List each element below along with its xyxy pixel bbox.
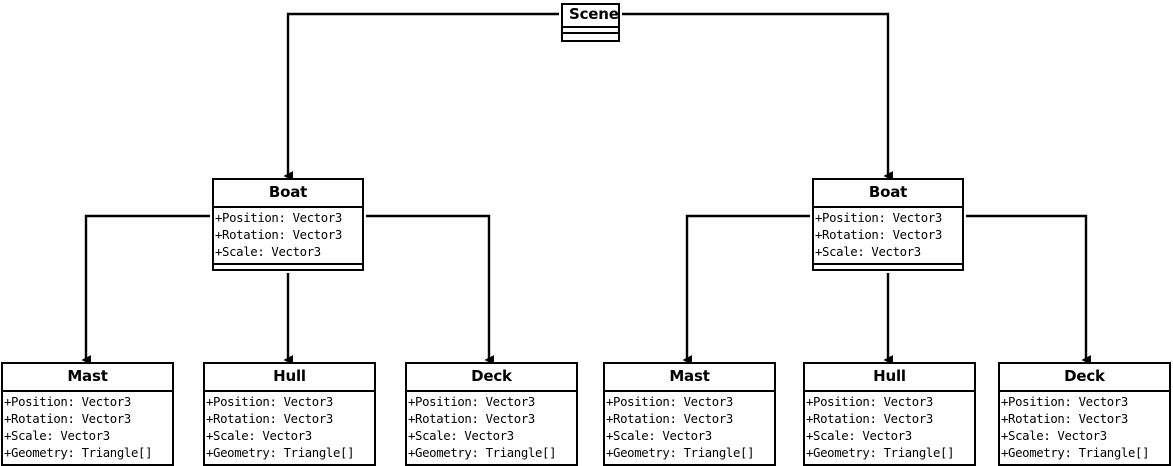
uml-operations-boat-left <box>214 265 362 273</box>
uml-attribute-row: +Scale: Vector3 <box>215 245 321 259</box>
uml-attribute-row: +Rotation: Vector3 <box>215 228 342 242</box>
edge-scene-to-boat-right <box>622 12 893 181</box>
uml-attribute-row: +Rotation: Vector3 <box>1001 412 1128 426</box>
uml-operations-boat-right <box>814 265 962 273</box>
uml-attribute-row: +Rotation: Vector3 <box>815 228 942 242</box>
uml-attribute-row: +Geometry: Triangle[] <box>1001 446 1150 460</box>
uml-class-boat-left[interactable]: Boat +Position: Vector3 +Rotation: Vector3… <box>212 178 364 271</box>
uml-attribute-row: +Scale: Vector3 <box>1001 429 1107 443</box>
uml-attribute-row: +Position: Vector3 <box>215 211 342 225</box>
uml-attribute-row: +Scale: Vector3 <box>206 429 312 443</box>
uml-attribute-row: +Geometry: Triangle[] <box>606 446 755 460</box>
uml-attribute-row: +Rotation: Vector3 <box>4 412 131 426</box>
uml-attributes-boat-right: +Position: Vector3 +Rotation: Vector3 +Sca… <box>814 208 962 265</box>
uml-attribute-row: +Scale: Vector3 <box>408 429 514 443</box>
uml-operations-scene <box>563 34 618 40</box>
uml-attribute-row: +Position: Vector3 <box>4 395 131 409</box>
uml-attributes-hull-right: +Position: Vector3 +Rotation: Vector3 +Sca… <box>805 392 974 466</box>
uml-class-deck-right[interactable]: Deck +Position: Vector3 +Rotation: Vector3… <box>998 362 1171 466</box>
uml-attribute-row: +Geometry: Triangle[] <box>4 446 153 460</box>
uml-attribute-row: +Rotation: Vector3 <box>408 412 535 426</box>
uml-attribute-row: +Scale: Vector3 <box>606 429 712 443</box>
uml-class-name-mast-right: Mast <box>605 364 774 392</box>
uml-attribute-row: +Rotation: Vector3 <box>606 412 733 426</box>
uml-attributes-mast-left: +Position: Vector3 +Rotation: Vector3 +Sca… <box>3 392 172 466</box>
uml-attribute-row: +Rotation: Vector3 <box>806 412 933 426</box>
uml-class-name-boat-right: Boat <box>814 180 962 208</box>
edge-boat-left-to-deck <box>366 214 494 365</box>
uml-attributes-scene <box>563 28 618 35</box>
uml-class-name-hull-right: Hull <box>805 364 974 392</box>
uml-attribute-row: +Geometry: Triangle[] <box>408 446 557 460</box>
uml-class-name-hull-left: Hull <box>205 364 374 392</box>
edge-boat-right-to-deck <box>966 214 1091 365</box>
uml-class-name-deck-left: Deck <box>407 364 576 392</box>
uml-attribute-row: +Rotation: Vector3 <box>206 412 333 426</box>
uml-attributes-hull-left: +Position: Vector3 +Rotation: Vector3 +Sca… <box>205 392 374 466</box>
uml-attributes-deck-right: +Position: Vector3 +Rotation: Vector3 +Sca… <box>1000 392 1169 466</box>
uml-attribute-row: +Position: Vector3 <box>606 395 733 409</box>
uml-attribute-row: +Geometry: Triangle[] <box>206 446 355 460</box>
uml-attribute-row: +Scale: Vector3 <box>806 429 912 443</box>
edge-boat-left-to-mast <box>81 214 210 365</box>
uml-attributes-deck-left: +Position: Vector3 +Rotation: Vector3 +Sca… <box>407 392 576 466</box>
uml-attributes-boat-left: +Position: Vector3 +Rotation: Vector3 +Sca… <box>214 208 362 265</box>
uml-attribute-row: +Position: Vector3 <box>1001 395 1128 409</box>
uml-attribute-row: +Scale: Vector3 <box>4 429 110 443</box>
uml-class-mast-left[interactable]: Mast +Position: Vector3 +Rotation: Vector3… <box>1 362 174 466</box>
uml-attribute-row: +Position: Vector3 <box>806 395 933 409</box>
uml-class-mast-right[interactable]: Mast +Position: Vector3 +Rotation: Vector3… <box>603 362 776 466</box>
edge-scene-to-boat-left <box>283 12 559 181</box>
uml-class-hull-right[interactable]: Hull +Position: Vector3 +Rotation: Vector3… <box>803 362 976 466</box>
uml-attributes-mast-right: +Position: Vector3 +Rotation: Vector3 +Sca… <box>605 392 774 466</box>
uml-class-boat-right[interactable]: Boat +Position: Vector3 +Rotation: Vector3… <box>812 178 964 271</box>
uml-class-name-scene: Scene <box>563 5 619 28</box>
uml-attribute-row: +Scale: Vector3 <box>815 245 921 259</box>
uml-attribute-row: +Geometry: Triangle[] <box>806 446 955 460</box>
edge-boat-right-to-mast <box>682 214 810 365</box>
uml-class-hull-left[interactable]: Hull +Position: Vector3 +Rotation: Vector3… <box>203 362 376 466</box>
uml-class-name-boat-left: Boat <box>214 180 362 208</box>
uml-class-scene[interactable]: Scene <box>561 3 620 42</box>
uml-attribute-row: +Position: Vector3 <box>815 211 942 225</box>
uml-attribute-row: +Position: Vector3 <box>408 395 535 409</box>
uml-attribute-row: +Position: Vector3 <box>206 395 333 409</box>
uml-class-name-mast-left: Mast <box>3 364 172 392</box>
uml-class-name-deck-right: Deck <box>1000 364 1169 392</box>
uml-class-deck-left[interactable]: Deck +Position: Vector3 +Rotation: Vector3… <box>405 362 578 466</box>
